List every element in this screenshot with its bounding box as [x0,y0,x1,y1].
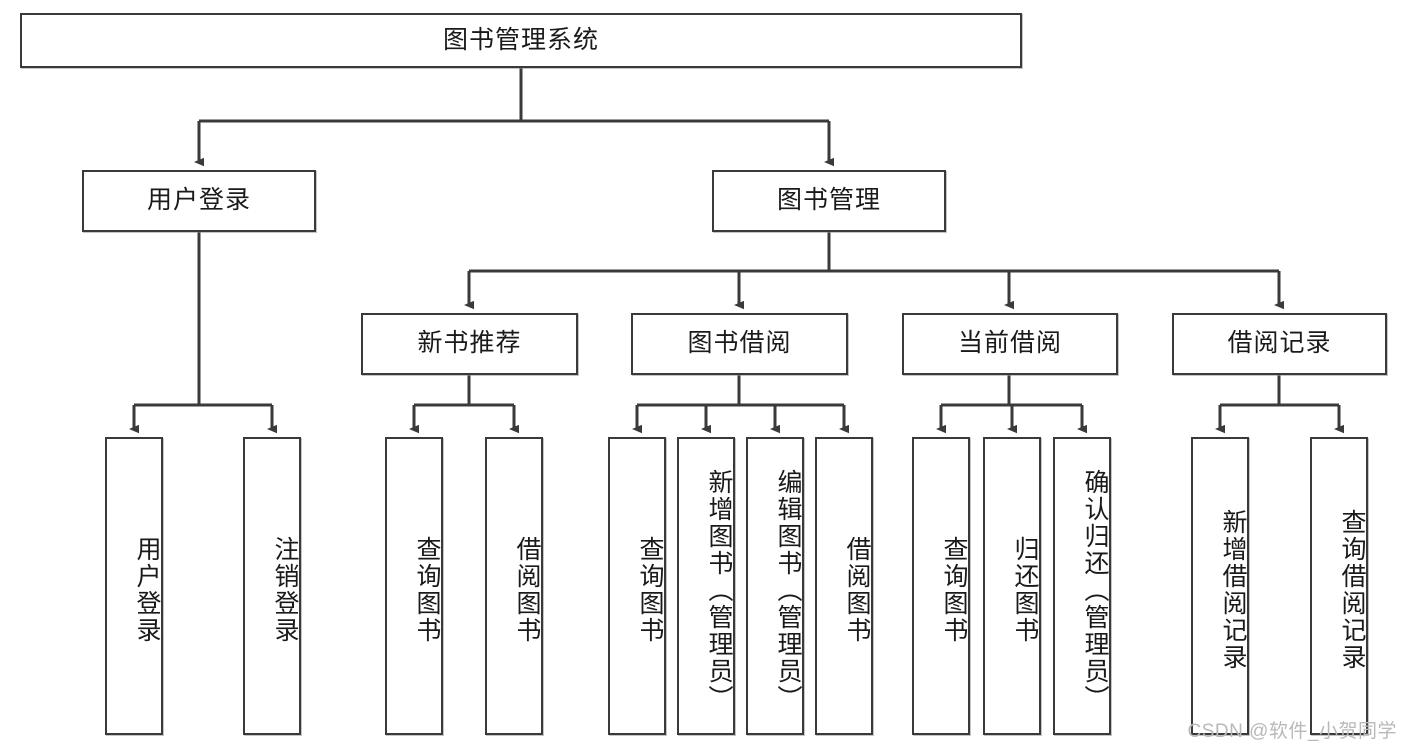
node-leaf-borrow-book-2[interactable]: 借阅图书 [815,437,873,735]
node-book-borrow-label: 图书借阅 [687,329,792,358]
node-leaf-borrow-book-1-label: 借阅图书 [513,536,541,644]
node-leaf-query-record[interactable]: 查询借阅记录 [1310,437,1368,735]
node-leaf-query-book-3-label: 查询图书 [940,536,968,644]
node-leaf-logout-label: 注销登录 [271,536,299,644]
node-leaf-confirm-return-label: 确认归还（管理员） [1081,468,1109,712]
node-book-manage[interactable]: 图书管理 [712,170,946,232]
node-leaf-user-login[interactable]: 用户登录 [105,437,163,735]
node-root-label: 图书管理系统 [442,25,599,54]
node-leaf-query-record-label: 查询借阅记录 [1338,509,1366,671]
node-leaf-query-book-1-label: 查询图书 [413,536,441,644]
node-leaf-borrow-book-2-label: 借阅图书 [843,536,871,644]
node-book-borrow[interactable]: 图书借阅 [631,313,848,375]
node-new-book-recommend[interactable]: 新书推荐 [361,313,578,375]
node-leaf-edit-book[interactable]: 编辑图书（管理员） [746,437,804,735]
node-leaf-query-book-3[interactable]: 查询图书 [912,437,970,735]
node-current-borrow-label: 当前借阅 [957,329,1062,358]
node-leaf-edit-book-label: 编辑图书（管理员） [774,468,802,712]
node-leaf-add-book[interactable]: 新增图书（管理员） [677,437,735,735]
node-leaf-add-book-label: 新增图书（管理员） [705,468,733,712]
watermark: CSDN @软件_小贺同学 [1187,721,1397,742]
node-leaf-user-login-label: 用户登录 [133,536,161,644]
node-user-login-label: 用户登录 [146,186,251,215]
node-leaf-logout[interactable]: 注销登录 [243,437,301,735]
node-leaf-borrow-book-1[interactable]: 借阅图书 [485,437,543,735]
node-leaf-add-record-label: 新增借阅记录 [1219,509,1247,671]
node-leaf-return-book[interactable]: 归还图书 [983,437,1041,735]
node-leaf-query-book-1[interactable]: 查询图书 [385,437,443,735]
node-leaf-add-record[interactable]: 新增借阅记录 [1191,437,1249,735]
node-root[interactable]: 图书管理系统 [20,13,1022,68]
node-current-borrow[interactable]: 当前借阅 [902,313,1118,375]
node-borrow-record[interactable]: 借阅记录 [1172,313,1387,375]
node-user-login[interactable]: 用户登录 [82,170,316,232]
node-leaf-query-book-2-label: 查询图书 [636,536,664,644]
node-leaf-query-book-2[interactable]: 查询图书 [608,437,666,735]
node-new-book-recommend-label: 新书推荐 [417,329,522,358]
node-borrow-record-label: 借阅记录 [1227,329,1332,358]
node-leaf-confirm-return[interactable]: 确认归还（管理员） [1053,437,1111,735]
node-book-manage-label: 图书管理 [776,186,881,215]
node-leaf-return-book-label: 归还图书 [1011,536,1039,644]
